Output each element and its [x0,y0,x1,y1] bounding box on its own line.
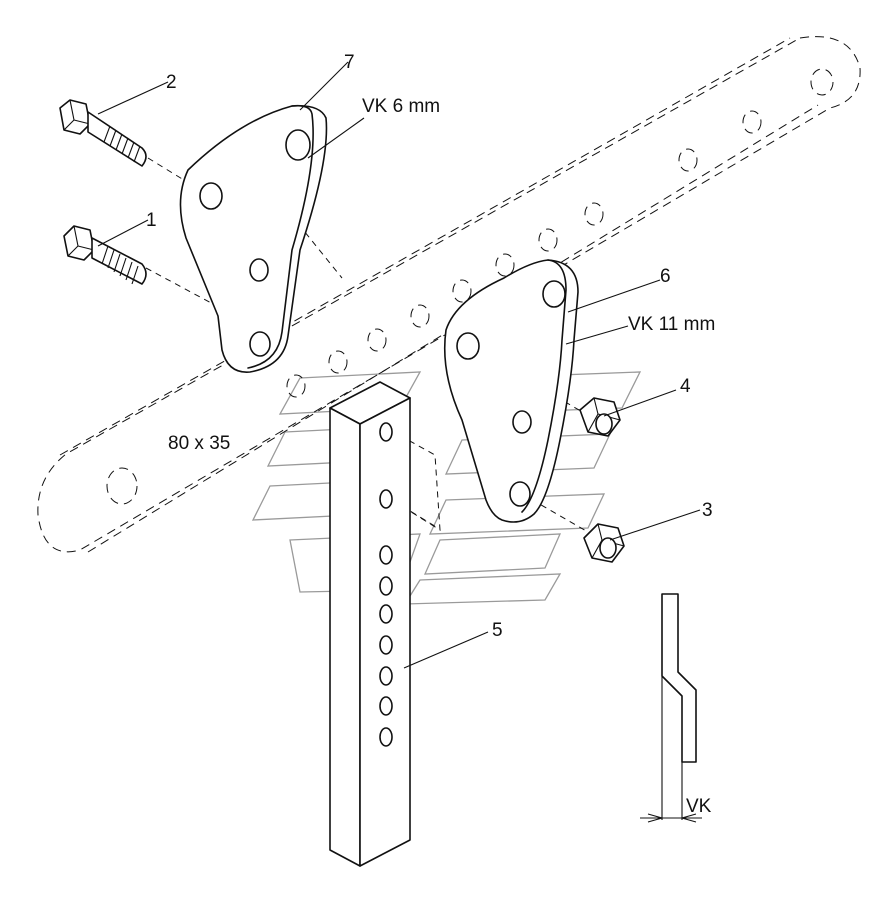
bracket-plate-7 [179,104,328,373]
label-part-6: 6 [660,266,671,287]
beam [37,36,861,553]
bracket-plate-6 [443,259,579,523]
bolt-1 [63,225,147,285]
tube-holes [379,422,393,747]
nut-3 [583,523,625,563]
square-tube-5 [329,381,411,867]
label-detail-vk: VK [686,796,712,817]
label-thickness-6: VK 11 mm [628,314,715,335]
label-part-4: 4 [680,376,691,397]
leader-lines [97,61,701,669]
beam-holes [106,68,834,505]
label-part-1: 1 [146,210,157,231]
label-thickness-7: VK 6 mm [362,96,440,117]
bolt-2 [59,99,147,167]
label-part-5: 5 [492,620,503,641]
nut-4 [579,397,621,437]
offset-detail-view [640,593,702,823]
label-part-7: 7 [344,52,355,73]
watermark-logo [251,371,642,605]
part-labels: 2 7 VK 6 mm 1 6 VK 11 mm 4 80 x 35 3 5 V… [146,52,715,817]
label-part-3: 3 [702,500,713,521]
label-beam-section: 80 x 35 [168,433,230,454]
label-part-2: 2 [166,72,177,93]
